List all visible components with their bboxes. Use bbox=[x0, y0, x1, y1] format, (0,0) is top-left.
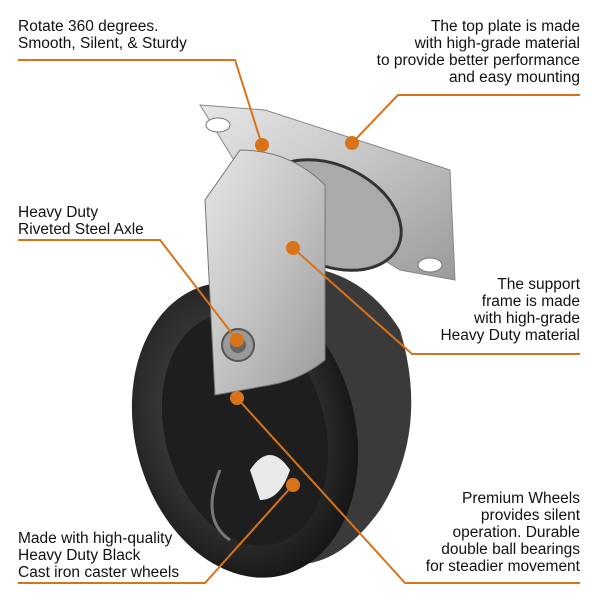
callout-wheels: Premium Wheels provides silent operation… bbox=[425, 490, 580, 575]
callout-axle: Heavy Duty Riveted Steel Axle bbox=[18, 204, 144, 238]
callout-cast-iron: Made with high-quality Heavy Duty Black … bbox=[18, 530, 180, 581]
callout-support-frame: The support frame is made with high-grad… bbox=[440, 276, 580, 344]
callout-lines bbox=[18, 59, 580, 584]
callout-dots bbox=[230, 136, 359, 492]
support-frame bbox=[204, 149, 326, 396]
callout-top-plate: The top plate is made with high-grade ma… bbox=[376, 18, 580, 86]
callout-rotate: Rotate 360 degrees. Smooth, Silent, & St… bbox=[18, 18, 187, 52]
